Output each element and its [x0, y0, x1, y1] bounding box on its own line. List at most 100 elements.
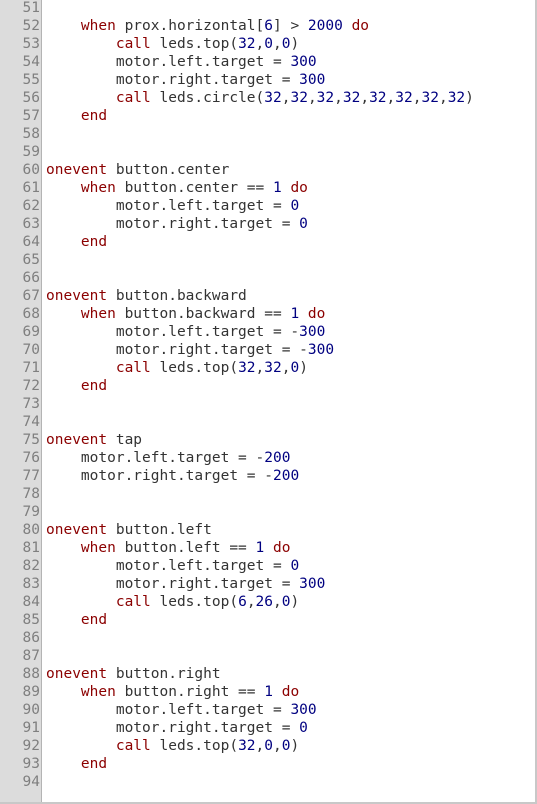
code-line[interactable]: 66	[0, 269, 537, 287]
keyword-token: when	[80, 684, 116, 700]
code-line[interactable]: 52 when prox.horizontal[6] > 2000 do	[0, 17, 537, 35]
number-token: 300	[299, 72, 326, 88]
code-line[interactable]: 72 end	[0, 377, 537, 395]
line-code[interactable]	[42, 629, 46, 647]
line-code[interactable]: end	[42, 755, 107, 773]
text-token	[46, 756, 81, 772]
code-line[interactable]: 83 motor.right.target = 300	[0, 575, 537, 593]
code-line[interactable]: 68 when button.backward == 1 do	[0, 305, 537, 323]
code-line[interactable]: 58	[0, 125, 537, 143]
code-line[interactable]: 71 call leds.top(32,32,0)	[0, 359, 537, 377]
text-token: ,	[386, 90, 396, 106]
code-line[interactable]: 77 motor.right.target = -200	[0, 467, 537, 485]
code-line[interactable]: 70 motor.right.target = -300	[0, 341, 537, 359]
line-code[interactable]: call leds.top(32,0,0)	[42, 737, 299, 755]
code-line[interactable]: 63 motor.right.target = 0	[0, 215, 537, 233]
code-line[interactable]: 53 call leds.top(32,0,0)	[0, 35, 537, 53]
line-code[interactable]: onevent button.center	[42, 161, 229, 179]
line-code[interactable]: when prox.horizontal[6] > 2000 do	[42, 17, 369, 35]
code-line[interactable]: 57 end	[0, 107, 537, 125]
code-line[interactable]: 69 motor.left.target = -300	[0, 323, 537, 341]
line-code[interactable]	[42, 503, 46, 521]
line-code[interactable]	[42, 251, 46, 269]
code-line[interactable]: 90 motor.left.target = 300	[0, 701, 537, 719]
line-code[interactable]: call leds.top(6,26,0)	[42, 593, 299, 611]
line-code[interactable]: when button.center == 1 do	[42, 179, 308, 197]
code-line[interactable]: 91 motor.right.target = 0	[0, 719, 537, 737]
line-code[interactable]: motor.left.target = -200	[42, 449, 291, 467]
line-code[interactable]: call leds.top(32,0,0)	[42, 35, 299, 53]
line-code[interactable]: onevent button.right	[42, 665, 221, 683]
number-token: 300	[299, 576, 326, 592]
line-code[interactable]: motor.right.target = 0	[42, 215, 308, 233]
code-line[interactable]: 78	[0, 485, 537, 503]
line-code[interactable]	[42, 395, 46, 413]
code-line[interactable]: 62 motor.left.target = 0	[0, 197, 537, 215]
line-code[interactable]: when button.left == 1 do	[42, 539, 291, 557]
code-line[interactable]: 81 when button.left == 1 do	[0, 539, 537, 557]
line-code[interactable]: onevent button.backward	[42, 287, 247, 305]
line-code[interactable]: end	[42, 377, 107, 395]
line-code[interactable]	[42, 125, 46, 143]
line-code[interactable]: motor.right.target = -200	[42, 467, 299, 485]
line-code[interactable]: motor.left.target = 0	[42, 557, 299, 575]
line-code[interactable]: when button.backward == 1 do	[42, 305, 325, 323]
line-code[interactable]: end	[42, 611, 107, 629]
line-code[interactable]	[42, 647, 46, 665]
text-token: motor.right.target =	[46, 720, 300, 736]
line-code[interactable]: when button.right == 1 do	[42, 683, 299, 701]
line-number: 70	[22, 342, 40, 358]
code-line[interactable]: 73	[0, 395, 537, 413]
code-line[interactable]: 94	[0, 773, 537, 791]
code-line[interactable]: 64 end	[0, 233, 537, 251]
text-token: leds.top(	[150, 738, 239, 754]
code-line[interactable]: 65	[0, 251, 537, 269]
line-code[interactable]: motor.right.target = 0	[42, 719, 308, 737]
code-line[interactable]: 84 call leds.top(6,26,0)	[0, 593, 537, 611]
line-code[interactable]: motor.right.target = -300	[42, 341, 334, 359]
code-line[interactable]: 76 motor.left.target = -200	[0, 449, 537, 467]
line-code[interactable]: motor.right.target = 300	[42, 71, 326, 89]
code-line[interactable]: 55 motor.right.target = 300	[0, 71, 537, 89]
line-code[interactable]: motor.right.target = 300	[42, 575, 326, 593]
line-code[interactable]	[42, 485, 46, 503]
line-code[interactable]: onevent button.left	[42, 521, 212, 539]
line-code[interactable]: motor.left.target = -300	[42, 323, 326, 341]
code-line[interactable]: 79	[0, 503, 537, 521]
code-line[interactable]: 59	[0, 143, 537, 161]
line-code[interactable]	[42, 773, 46, 791]
line-code[interactable]: end	[42, 233, 107, 251]
line-code[interactable]: motor.left.target = 300	[42, 53, 317, 71]
line-code[interactable]: call leds.circle(32,32,32,32,32,32,32,32…	[42, 89, 474, 107]
code-line[interactable]: 92 call leds.top(32,0,0)	[0, 737, 537, 755]
code-line[interactable]: 56 call leds.circle(32,32,32,32,32,32,32…	[0, 89, 537, 107]
code-line[interactable]: 54 motor.left.target = 300	[0, 53, 537, 71]
code-line[interactable]: 82 motor.left.target = 0	[0, 557, 537, 575]
code-line[interactable]: 74	[0, 413, 537, 431]
line-code[interactable]: motor.left.target = 0	[42, 197, 299, 215]
code-line[interactable]: 61 when button.center == 1 do	[0, 179, 537, 197]
code-line[interactable]: 87	[0, 647, 537, 665]
code-line[interactable]: 89 when button.right == 1 do	[0, 683, 537, 701]
code-line[interactable]: 85 end	[0, 611, 537, 629]
code-line[interactable]: 86	[0, 629, 537, 647]
line-code[interactable]: call leds.top(32,32,0)	[42, 359, 308, 377]
line-code[interactable]: motor.left.target = 300	[42, 701, 317, 719]
code-line[interactable]: 93 end	[0, 755, 537, 773]
line-code[interactable]: end	[42, 107, 107, 125]
line-code[interactable]: onevent tap	[42, 431, 142, 449]
line-number: 77	[22, 468, 40, 484]
line-code[interactable]	[42, 143, 46, 161]
text-token: button.center	[107, 162, 230, 178]
line-code[interactable]	[42, 413, 46, 431]
code-line[interactable]: 51	[0, 0, 537, 17]
line-code[interactable]	[42, 0, 46, 17]
line-code[interactable]	[42, 269, 46, 287]
